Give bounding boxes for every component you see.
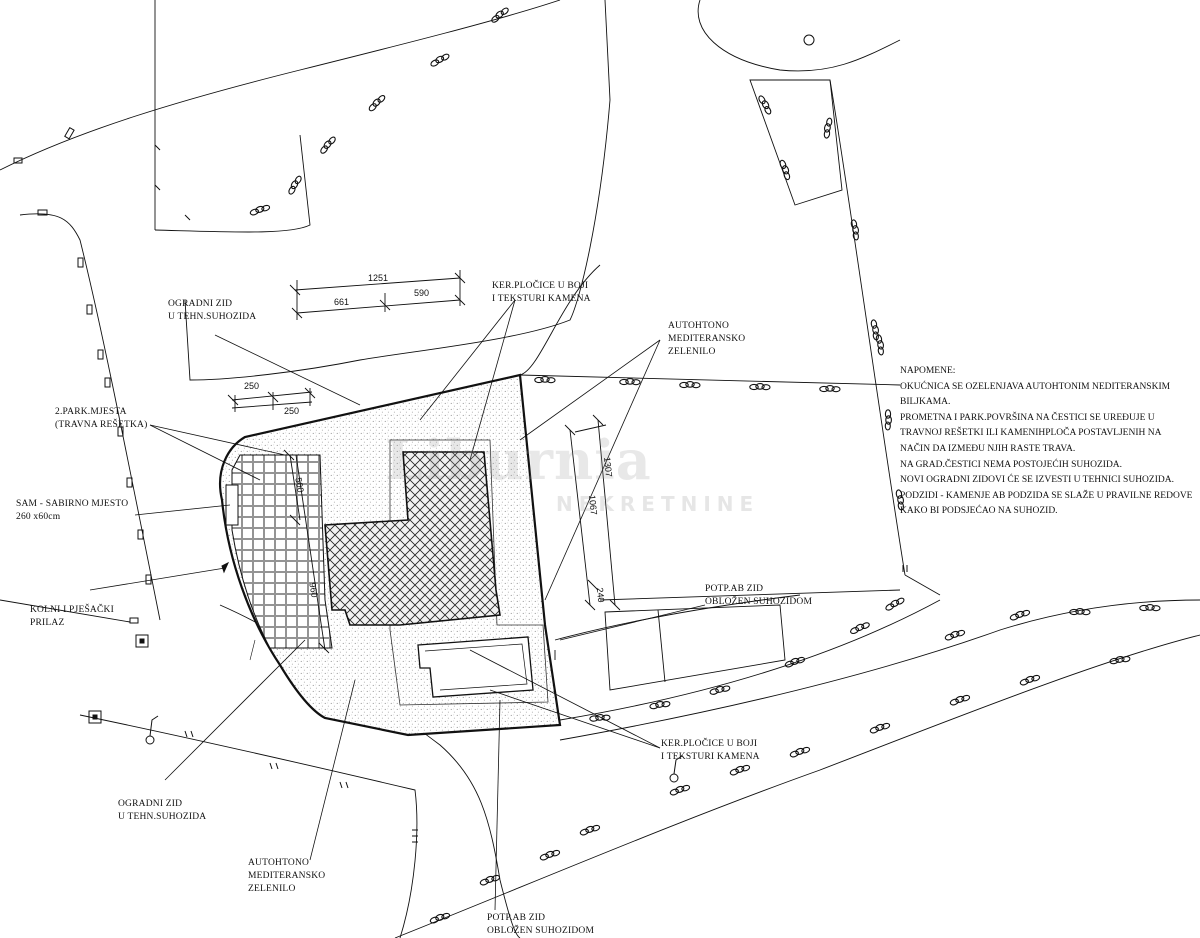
dimension-label: 250 <box>244 381 260 391</box>
dimension-label: 250 <box>284 406 300 416</box>
parking-grass-grid <box>231 454 333 649</box>
label-parking-spaces: 2.PARK.MJESTA(TRAVNA REŠETKA) <box>55 407 148 430</box>
note-line: OKUĆNICA SE OZELENJAVA AUTOHTONIM NEDITE… <box>900 381 1171 392</box>
note-line: PROMETNA I PARK.POVRŠINA NA ČESTICI SE U… <box>900 412 1155 423</box>
notes-heading: NAPOMENE: <box>900 366 956 376</box>
collection-point <box>225 484 239 526</box>
notes-block: NAPOMENE: OKUĆNICA SE OZELENJAVA AUTOHTO… <box>900 364 1192 520</box>
note-line: NAČIN DA IZMEĐU NJIH RASTE TRAVA. <box>900 443 1076 454</box>
parcel <box>219 373 562 737</box>
note-line: NOVI OGRADNI ZIDOVI ĆE SE IZVESTI U TEHN… <box>900 475 1174 486</box>
dimension-label: 1307 <box>601 456 615 478</box>
building-footprint <box>324 451 501 626</box>
watermark-subtitle: NEKRETNINE <box>556 492 760 516</box>
dimension-label: 590 <box>414 288 430 298</box>
dimension-lines <box>227 270 621 654</box>
note-line: TRAVNOJ REŠETKI ILI KAMENIHPLOČA POSTAVL… <box>900 428 1162 439</box>
dimension-label: 1067 <box>586 494 600 516</box>
note-line: PODZIDI - KAMENJE AB PODZIDA SE SLAŽE U … <box>900 490 1193 501</box>
pool <box>417 636 534 698</box>
dimension-label: 1251 <box>368 273 389 283</box>
note-line: KAKO BI PODSJEĆAO NA SUHOZID. <box>900 506 1058 517</box>
leader-lines <box>89 299 706 911</box>
survey-markers <box>88 561 683 783</box>
dimension-label: 661 <box>334 297 350 307</box>
road-marks <box>13 34 908 843</box>
watermark-logo: Liburnia <box>385 428 652 492</box>
note-line: BILJKAMA. <box>900 397 951 408</box>
dimension-label: 240 <box>594 587 607 603</box>
note-line: NA GRAD.ČESTICI NEMA POSTOJEĆIH SUHOZIDA… <box>900 459 1123 470</box>
